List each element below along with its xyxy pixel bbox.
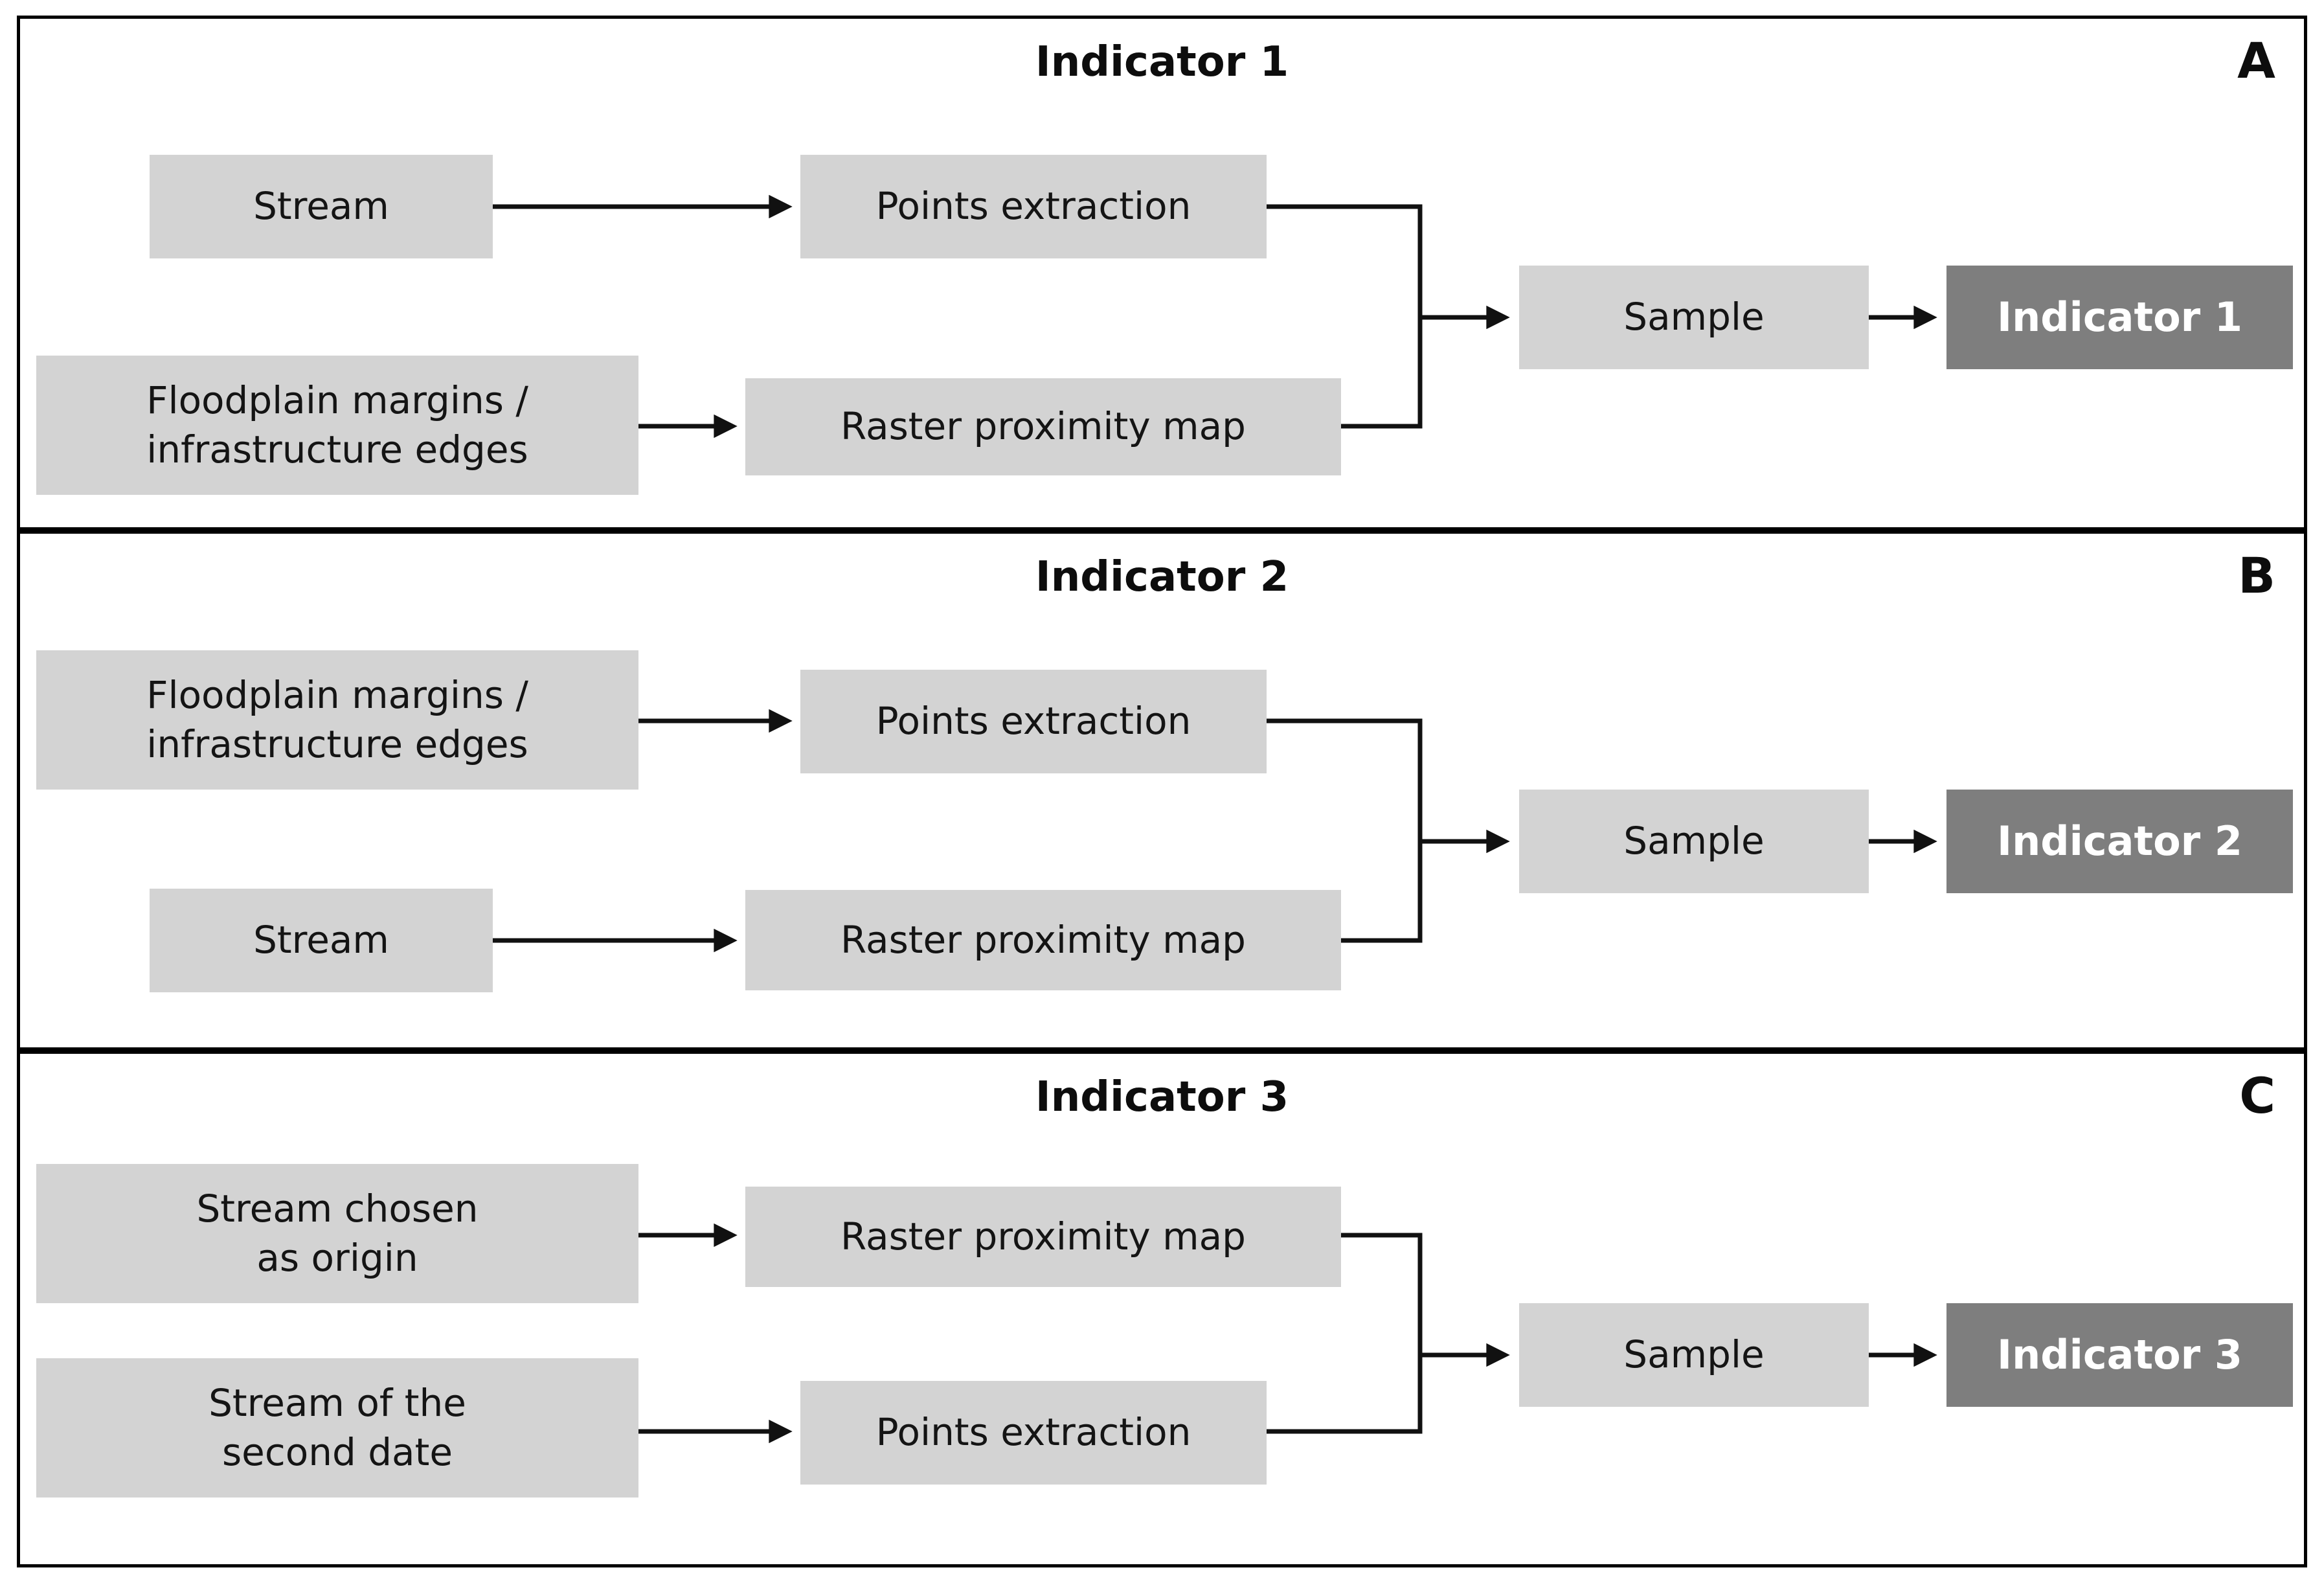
- input-box: Stream chosen as origin: [36, 1164, 638, 1303]
- panel-title: Indicator 1: [1035, 38, 1289, 86]
- process-box: Raster proximity map: [745, 890, 1341, 990]
- flow-diagram-figure: Indicator 1 A Stream Points extraction F…: [17, 16, 2307, 1567]
- input-box: Stream: [150, 889, 493, 992]
- input-box: Floodplain margins / infrastructure edge…: [36, 650, 638, 790]
- sample-box: Sample: [1519, 1303, 1869, 1407]
- panel-title: Indicator 2: [1035, 553, 1289, 601]
- panel-corner-label: B: [2238, 547, 2275, 604]
- process-box: Points extraction: [800, 670, 1267, 773]
- panel-title: Indicator 3: [1035, 1073, 1289, 1121]
- connector-arrows: [493, 709, 1937, 953]
- input-box: Stream: [150, 155, 493, 258]
- panel-indicator-3: Indicator 3 C Stream chosen as origin Ra…: [17, 1051, 2307, 1567]
- indicator-box: Indicator 2: [1946, 790, 2293, 893]
- connector-arrows: [638, 1223, 1937, 1444]
- process-box: Points extraction: [800, 1381, 1267, 1485]
- process-box: Raster proximity map: [745, 378, 1341, 475]
- panel-indicator-1: Indicator 1 A Stream Points extraction F…: [17, 16, 2307, 530]
- input-box: Floodplain margins / infrastructure edge…: [36, 356, 638, 495]
- process-box: Raster proximity map: [745, 1187, 1341, 1287]
- sample-box: Sample: [1519, 790, 1869, 893]
- indicator-box: Indicator 3: [1946, 1303, 2293, 1407]
- indicator-box: Indicator 1: [1946, 266, 2293, 369]
- panel-corner-label: A: [2237, 32, 2275, 89]
- panel-indicator-2: Indicator 2 B Floodplain margins / infra…: [17, 530, 2307, 1051]
- sample-box: Sample: [1519, 266, 1869, 369]
- panel-corner-label: C: [2239, 1067, 2275, 1124]
- input-box: Stream of the second date: [36, 1358, 638, 1498]
- process-box: Points extraction: [800, 155, 1267, 258]
- connector-arrows: [493, 194, 1937, 438]
